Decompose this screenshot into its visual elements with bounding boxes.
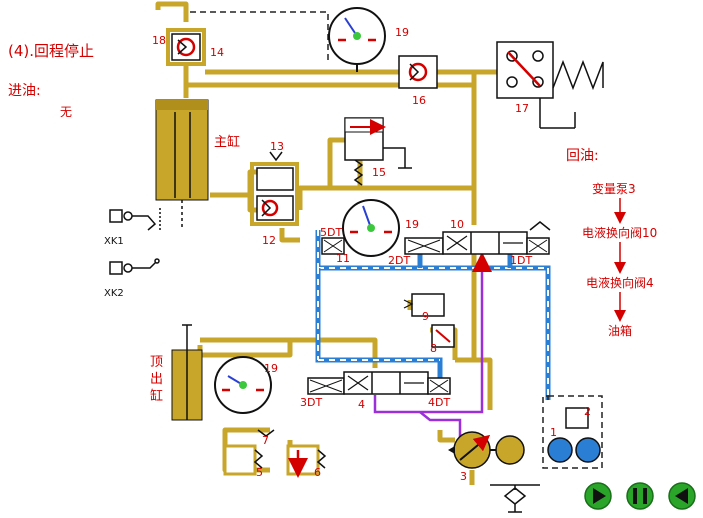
svg-text:15: 15 xyxy=(372,166,386,179)
svg-text:3DT: 3DT xyxy=(300,396,322,409)
pause-icon xyxy=(633,488,647,504)
pause-button[interactable] xyxy=(626,482,654,510)
svg-text:5: 5 xyxy=(256,466,263,479)
svg-text:18: 18 xyxy=(152,34,166,47)
svg-text:2: 2 xyxy=(584,405,591,418)
return-lines xyxy=(315,230,551,400)
gauge-bottom xyxy=(214,356,272,414)
svg-text:电液换向阀4: 电液换向阀4 xyxy=(586,275,654,290)
return-label: 回油: xyxy=(566,148,599,164)
svg-text:主缸: 主缸 xyxy=(214,134,240,150)
gauge-top xyxy=(328,7,386,72)
svg-text:6: 6 xyxy=(314,466,321,479)
valve-8-9 xyxy=(403,293,455,348)
svg-text:11: 11 xyxy=(336,252,350,265)
pressure-switch-17 xyxy=(496,41,604,129)
valve-11 xyxy=(321,237,345,255)
svg-text:出: 出 xyxy=(150,372,163,387)
inlet-value: 无 xyxy=(60,105,72,119)
pump-1 xyxy=(547,407,601,463)
svg-text:16: 16 xyxy=(412,94,426,107)
back-icon xyxy=(675,488,688,504)
svg-text:8: 8 xyxy=(430,342,437,355)
svg-text:3: 3 xyxy=(460,470,467,483)
switch-labels: XK1 XK2 xyxy=(104,236,124,299)
return-path: 变量泵3 电液换向阀10 电液换向阀4 油箱 xyxy=(582,181,657,338)
valve-14 xyxy=(166,28,206,66)
svg-text:19: 19 xyxy=(405,218,419,231)
svg-text:2DT: 2DT xyxy=(388,254,410,267)
svg-text:4: 4 xyxy=(358,398,365,411)
valve-10 xyxy=(404,221,551,255)
back-button[interactable] xyxy=(668,482,696,510)
svg-text:9: 9 xyxy=(422,310,429,323)
valve-4 xyxy=(307,371,451,395)
flow-path xyxy=(373,250,492,440)
svg-text:1: 1 xyxy=(550,426,557,439)
valve-15 xyxy=(344,117,412,186)
svg-text:4DT: 4DT xyxy=(428,396,450,409)
svg-text:13: 13 xyxy=(270,140,284,153)
page-title: (4).回程停止 xyxy=(8,42,94,60)
svg-text:12: 12 xyxy=(262,234,276,247)
valves-5-6-7 xyxy=(223,429,327,478)
main-cylinder xyxy=(155,99,209,230)
svg-text:10: 10 xyxy=(450,218,464,231)
svg-text:7: 7 xyxy=(262,434,269,447)
play-button[interactable] xyxy=(584,482,612,510)
svg-text:变量泵3: 变量泵3 xyxy=(592,181,636,196)
svg-text:17: 17 xyxy=(515,102,529,115)
limit-switches xyxy=(109,208,161,275)
svg-text:缸: 缸 xyxy=(150,388,163,404)
svg-text:油箱: 油箱 xyxy=(608,323,632,338)
inlet-label: 进油: xyxy=(8,83,41,99)
check-valve-16 xyxy=(398,55,438,89)
svg-text:14: 14 xyxy=(210,46,224,59)
gauge-mid xyxy=(342,199,400,257)
valve-12-13 xyxy=(250,151,299,226)
svg-text:19: 19 xyxy=(264,362,278,375)
pilot-lines xyxy=(190,11,603,469)
svg-text:XK1: XK1 xyxy=(104,236,124,247)
svg-text:电液换向阀10: 电液换向阀10 xyxy=(582,225,657,240)
filter xyxy=(490,484,540,513)
component-numbers: 18 14 19 16 17 15 13 12 19 10 11 9 8 19 … xyxy=(150,26,591,483)
svg-text:19: 19 xyxy=(395,26,409,39)
svg-text:顶: 顶 xyxy=(150,355,163,370)
ejector-cylinder xyxy=(171,324,203,421)
pump-3 xyxy=(448,431,525,469)
play-icon xyxy=(593,488,606,504)
svg-text:XK2: XK2 xyxy=(104,288,124,299)
svg-text:5DT: 5DT xyxy=(320,226,342,239)
svg-text:1DT: 1DT xyxy=(510,254,532,267)
